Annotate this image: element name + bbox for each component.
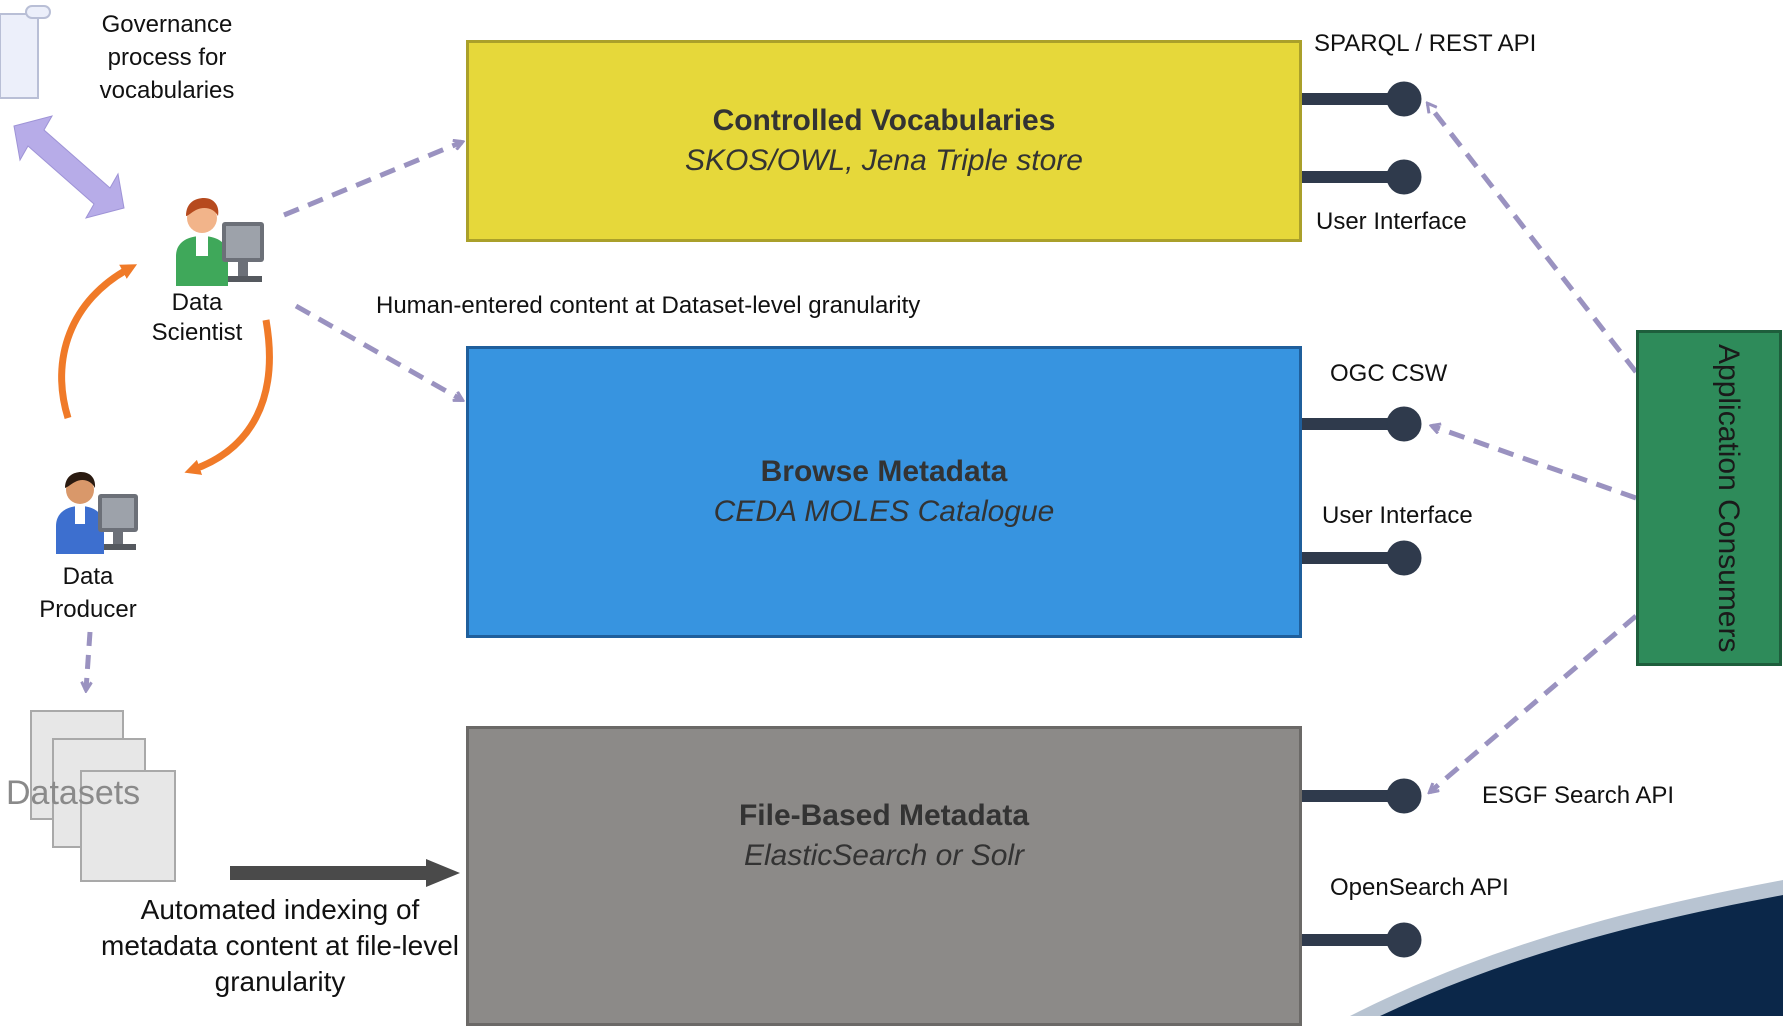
dashed-arrow-consumers-sparql <box>1428 104 1638 374</box>
dashed-arrow-to-vocab <box>283 142 462 218</box>
connectors <box>1300 81 1422 958</box>
application-consumers-label: Application Consumers <box>1712 343 1745 653</box>
user-interface-label-1: User Interface <box>1316 208 1467 235</box>
esgf-search-api-label: ESGF Search API <box>1482 782 1675 809</box>
opensearch-api-label: OpenSearch API <box>1330 874 1509 901</box>
corner-swoosh <box>1350 880 1783 1016</box>
controlled-vocabularies-title: Controlled Vocabularies <box>712 104 1056 137</box>
data-scientist-person-icon <box>176 198 264 286</box>
sparql-rest-api-label: SPARQL / REST API <box>1314 30 1537 57</box>
dashed-arrow-to-datasets <box>86 631 90 690</box>
data-producer-label: Data Producer <box>39 563 137 623</box>
dashed-arrow-consumers-esgf <box>1430 614 1638 792</box>
browse-metadata-subtitle: CEDA MOLES Catalogue <box>713 495 1055 528</box>
orange-arrow-up <box>58 264 138 420</box>
application-consumers-box: Application Consumers <box>1636 330 1782 666</box>
dashed-arrow-consumers-csw <box>1432 426 1637 501</box>
ogc-csw-label: OGC CSW <box>1330 360 1448 387</box>
governance-double-arrow <box>13 115 125 219</box>
data-scientist-label: Data Scientist <box>151 289 243 346</box>
controlled-vocabularies-box: Controlled Vocabularies SKOS/OWL, Jena T… <box>466 40 1302 242</box>
datasets-label: Datasets <box>6 774 141 812</box>
governance-label: Governance process for vocabularies <box>99 11 235 104</box>
data-producer-person-icon <box>56 472 138 554</box>
automated-indexing-label: Automated indexing of metadata content a… <box>101 894 459 997</box>
dashed-arrow-to-browse <box>294 303 462 403</box>
file-based-metadata-title: File-Based Metadata <box>738 799 1030 832</box>
controlled-vocabularies-subtitle: SKOS/OWL, Jena Triple store <box>685 144 1083 177</box>
user-interface-label-2: User Interface <box>1322 502 1473 529</box>
human-entered-content-label: Human-entered content at Dataset-level g… <box>376 292 921 319</box>
governance-scroll-icon <box>0 5 51 99</box>
browse-metadata-box: Browse Metadata CEDA MOLES Catalogue <box>466 346 1302 638</box>
file-based-metadata-box: File-Based Metadata ElasticSearch or Sol… <box>466 726 1302 1026</box>
dataset-document-3 <box>80 770 176 882</box>
orange-arrow-down <box>184 319 273 475</box>
file-based-metadata-subtitle: ElasticSearch or Solr <box>743 839 1025 872</box>
browse-metadata-title: Browse Metadata <box>760 455 1008 488</box>
